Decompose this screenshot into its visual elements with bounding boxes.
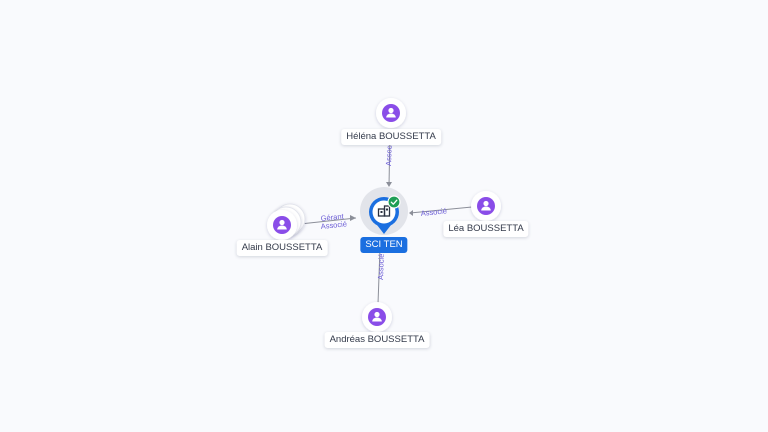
person-icon — [273, 216, 291, 234]
edge-andreas: Associé — [376, 247, 386, 305]
person-node-andreas[interactable] — [362, 302, 392, 332]
edge-alain: Gérant Associé — [299, 212, 357, 231]
edge-label-alain-associe: Associé — [320, 219, 347, 231]
edge-label-alain-gerant: Gérant — [320, 212, 345, 223]
edge-lea: Associé — [409, 206, 473, 218]
pin-tip — [377, 225, 391, 234]
person-label-helena[interactable]: Héléna BOUSSETTA — [341, 129, 441, 145]
building-icon — [377, 205, 391, 217]
verified-check-icon — [387, 195, 401, 209]
edge-label-helena: Associé — [384, 140, 394, 167]
edge-label-lea: Associé — [420, 206, 447, 218]
person-icon — [477, 197, 495, 215]
person-label-alain[interactable]: Alain BOUSSETTA — [236, 240, 328, 256]
person-node-lea[interactable] — [471, 191, 501, 221]
company-node[interactable] — [360, 187, 408, 235]
person-label-andreas[interactable]: Andréas BOUSSETTA — [324, 332, 430, 348]
company-label[interactable]: SCI TEN — [360, 237, 408, 253]
person-label-lea[interactable]: Léa BOUSSETTA — [443, 221, 529, 237]
edge-label-andreas: Associé — [376, 254, 386, 281]
person-node-helena[interactable] — [376, 98, 406, 128]
person-node-alain[interactable] — [267, 203, 306, 240]
person-icon — [382, 104, 400, 122]
person-icon — [368, 308, 386, 326]
